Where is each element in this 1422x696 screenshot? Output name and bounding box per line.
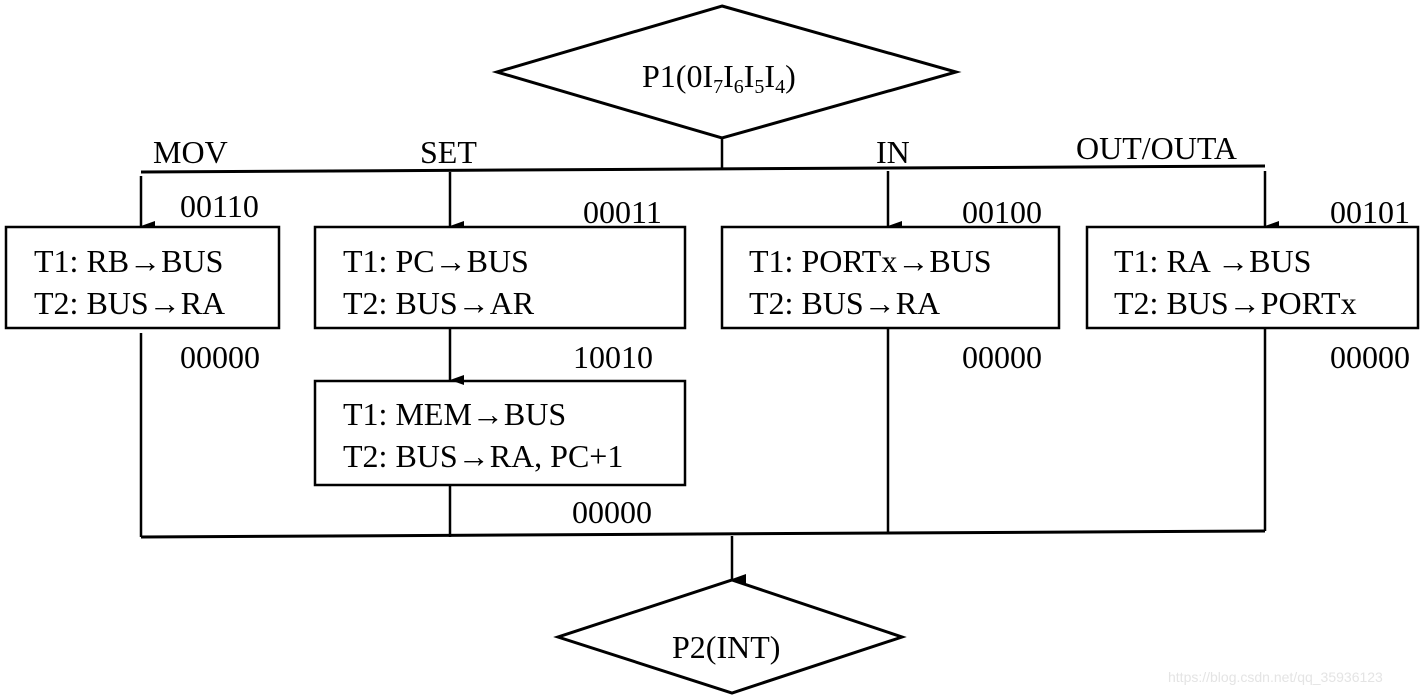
box-set-1-text: T1: PC→BUS T2: BUS→AR bbox=[343, 240, 534, 324]
box-in bbox=[720, 225, 1061, 330]
micro-op-t1: T1: RB→BUS bbox=[34, 243, 224, 279]
box-set-2 bbox=[313, 379, 687, 487]
micro-op-t2: T2: BUS→PORTx bbox=[1114, 285, 1357, 321]
branch-label-mov: MOV bbox=[153, 134, 228, 170]
bit-i7: I7 bbox=[702, 58, 724, 98]
decision-p1-suffix: ) bbox=[785, 58, 796, 94]
entry-code-mov: 00110 bbox=[180, 188, 259, 224]
micro-op-t1: T1: MEM→BUS bbox=[343, 396, 567, 432]
micro-op-t1: T1: RA →BUS bbox=[1114, 243, 1312, 279]
branch-label-set: SET bbox=[420, 134, 477, 170]
exit-code-mov: 00000 bbox=[180, 339, 260, 375]
watermark: https://blog.csdn.net/qq_35936123 bbox=[1168, 669, 1383, 685]
decision-p1-label: P1(0I7I6I5I4) bbox=[642, 58, 796, 98]
bit-i5: I5 bbox=[743, 58, 765, 98]
micro-op-t2: T2: BUS→RA bbox=[749, 285, 941, 321]
box-out bbox=[1085, 225, 1420, 330]
micro-op-t2: T2: BUS→RA, PC+1 bbox=[343, 438, 624, 474]
box-in-text: T1: PORTx→BUS T2: BUS→RA bbox=[749, 240, 992, 324]
micro-op-t2: T2: BUS→RA bbox=[34, 285, 226, 321]
decision-p2-shape bbox=[553, 578, 907, 695]
micro-op-t1: T1: PC→BUS bbox=[343, 243, 529, 279]
micro-op-t1: T1: PORTx→BUS bbox=[749, 243, 992, 279]
entry-code-in: 00100 bbox=[962, 194, 1042, 230]
exit-code-in: 00000 bbox=[962, 339, 1042, 375]
exit-code-out: 00000 bbox=[1330, 339, 1410, 375]
mid-code-set: 10010 bbox=[573, 339, 653, 375]
merge-bus-line bbox=[140, 529, 1266, 539]
micro-op-t2: T2: BUS→AR bbox=[343, 285, 535, 321]
decision-p2-label: P2(INT) bbox=[672, 629, 781, 665]
exit-code-set: 00000 bbox=[572, 494, 652, 530]
bit-i4: I4 bbox=[764, 58, 786, 98]
entry-code-set: 00011 bbox=[583, 194, 662, 230]
decision-p1-prefix: P1(0 bbox=[642, 58, 703, 94]
box-mov-text: T1: RB→BUS T2: BUS→RA bbox=[34, 240, 225, 324]
branch-label-out: OUT/OUTA bbox=[1076, 130, 1237, 166]
box-set-2-text: T1: MEM→BUS T2: BUS→RA, PC+1 bbox=[343, 393, 623, 477]
dispatch-bus-line bbox=[140, 164, 1266, 174]
box-mov bbox=[4, 225, 281, 330]
entry-code-out: 00101 bbox=[1330, 194, 1410, 230]
branch-label-in: IN bbox=[876, 134, 910, 170]
box-out-text: T1: RA →BUS T2: BUS→PORTx bbox=[1114, 240, 1357, 324]
bit-i6: I6 bbox=[723, 58, 744, 98]
box-set-1 bbox=[313, 225, 687, 330]
